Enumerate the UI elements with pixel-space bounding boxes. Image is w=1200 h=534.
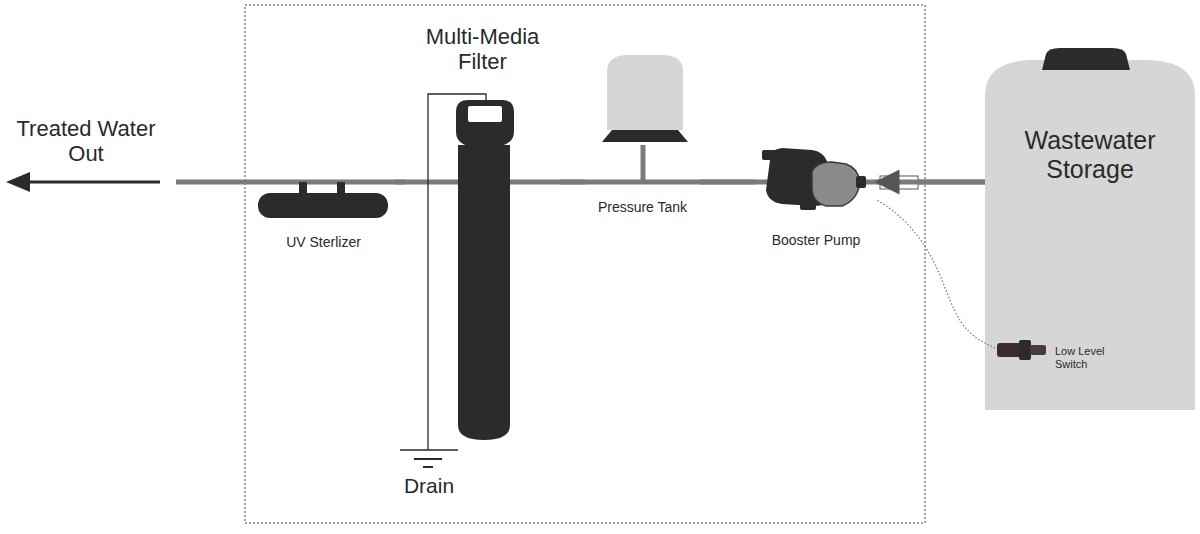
pipe-connector bbox=[395, 180, 405, 185]
uv-symbol bbox=[258, 182, 388, 218]
pressure-tank-node: Pressure Tank bbox=[585, 52, 700, 217]
switch-float bbox=[1030, 345, 1046, 355]
pipe-connector bbox=[877, 180, 985, 185]
switch-nut bbox=[1019, 340, 1031, 360]
uv-tube bbox=[258, 193, 388, 218]
uv-node: UV Sterlizer bbox=[252, 170, 395, 252]
outlet-arrowhead bbox=[6, 172, 30, 192]
switch-body bbox=[997, 343, 1021, 357]
enclosure-box bbox=[245, 5, 925, 523]
component-label: Low Level Switch bbox=[1055, 345, 1125, 370]
tank-base bbox=[602, 130, 688, 142]
level-switch-symbol bbox=[997, 340, 1046, 360]
pump-head bbox=[812, 162, 860, 206]
outlet-label: Treated Water Out bbox=[6, 116, 166, 167]
filter-display bbox=[468, 106, 502, 122]
ground-bar bbox=[414, 458, 442, 460]
level-switch-node: Low Level Switch bbox=[995, 334, 1125, 382]
component-label: Pressure Tank bbox=[598, 199, 687, 215]
pipe-connector bbox=[560, 180, 585, 185]
filter-node: Multi-Media Filter bbox=[405, 24, 560, 442]
outlet-arrow-line bbox=[24, 181, 160, 184]
pump-node: Booster Pump bbox=[755, 140, 877, 252]
filter-head bbox=[456, 100, 514, 148]
filter-symbol bbox=[456, 100, 514, 440]
component-label: UV Sterlizer bbox=[286, 234, 361, 250]
tank-body bbox=[607, 55, 683, 130]
component-label: Multi-Media Filter bbox=[411, 24, 554, 75]
pressure-tank-symbol bbox=[602, 55, 688, 182]
pump-fin bbox=[762, 150, 776, 160]
storage-tank bbox=[985, 60, 1195, 410]
tank-stem bbox=[641, 145, 646, 182]
storage-tank-node: Wastewater StorageLow Level Switch bbox=[985, 40, 1195, 410]
tank-cap bbox=[1042, 48, 1130, 70]
signal-wire bbox=[877, 200, 995, 348]
pump-symbol bbox=[762, 148, 866, 210]
ground-bar bbox=[400, 449, 458, 450]
pump-inlet bbox=[856, 176, 866, 188]
component-label: Booster Pump bbox=[772, 232, 861, 248]
filter-body bbox=[458, 145, 510, 440]
component-label: Wastewater Storage bbox=[1005, 126, 1175, 184]
pipe-connector bbox=[700, 180, 755, 185]
drain-label: Drain bbox=[398, 474, 460, 498]
ground-bar bbox=[423, 466, 433, 468]
pipe bbox=[176, 180, 990, 185]
pump-foot bbox=[800, 202, 816, 210]
